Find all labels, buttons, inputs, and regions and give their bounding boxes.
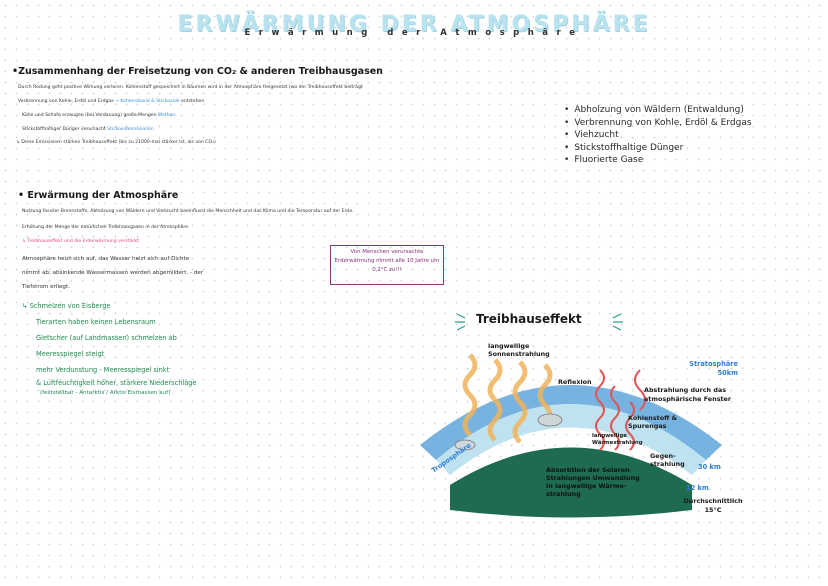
section2-para1: Atmosphäre heizt sich auf, das Wasser he… — [22, 256, 190, 262]
section2-para2: nimmt ab; absinkende Wassermassen werden… — [22, 270, 204, 276]
section1-line2-text: Verbrennung von Kohle, Erdöl und Erdgas — [18, 99, 114, 104]
label-absorption: Absorbtion der Solaren Strahlungen Umwan… — [546, 466, 640, 498]
list-item: Viehzucht — [564, 129, 752, 142]
heat-ray — [625, 401, 635, 451]
section1-line4-text: Stickstoffhaltiger Dünger verursacht — [22, 127, 106, 132]
sun-ray — [462, 353, 478, 437]
section2-line1: Nutzung fossiler Brennstoffe, Abholzung … — [22, 209, 354, 214]
page-title: Erwärmung der Atmosphäre — [244, 28, 584, 38]
section1-line3-highlight: Methan. — [157, 113, 177, 118]
section1-heading: •Zusammenhang der Freisetzung von CO₂ & … — [12, 66, 383, 77]
label-kohlenstoff: Kohlenstoff & Spurengas — [628, 414, 678, 430]
section1-line2-end: entstehen — [181, 99, 205, 104]
causes-list: Abholzung von Wäldern (Entwaldung) Verbr… — [564, 104, 752, 167]
section1-line5: ↳ Diese Emissionen stärken Treibhauseffe… — [16, 140, 216, 145]
sun-ray — [487, 358, 503, 442]
list-item: & Luftfeuchtigkeit höher, stärkere Niede… — [36, 379, 197, 387]
label-waermestrahlung: langwellige Wärmestrahlung — [592, 433, 643, 446]
list-item: Fluorierte Gase — [564, 154, 752, 167]
label-abstrahlung: Abstrahlung durch das atmosphärische Fen… — [644, 386, 732, 403]
cloud-icon — [537, 413, 563, 427]
section2-line3: ↳ Treibhauseffekt und die Erderwärmung v… — [22, 239, 141, 244]
list-item: Verbrennung von Kohle, Erdöl & Erdgas — [564, 117, 751, 130]
list-item: Gletscher (auf Landmassen) schmelzen ab — [36, 334, 177, 342]
section2-para3: Tiefstrom erliegt. — [22, 284, 70, 290]
title-decoration — [612, 313, 623, 331]
label-stratosphaere: Stratosphäre 50km — [689, 360, 738, 377]
title-decoration — [455, 313, 466, 331]
heat-ray — [634, 369, 646, 411]
list-item: Tierarten haben keinen Lebensraum — [36, 318, 156, 326]
list-item: (feststellbar - Antarktis / Arktis Eisma… — [40, 390, 171, 396]
greenhouse-diagram — [420, 313, 722, 518]
label-12km: 12 km — [686, 484, 709, 492]
label-30km: 30 km — [698, 463, 721, 471]
section1-line1: Durch Rodung geht positive Wirkung verlo… — [18, 85, 363, 90]
list-item: Stickstoffhaltige Dünger — [564, 142, 752, 155]
label-durchschnitt: Durchschnittlich 15°C — [683, 497, 743, 514]
warming-note-box: Von Menschen verursachte Erderwärmung ni… — [330, 245, 444, 285]
diagram-title: Treibhauseffekt — [476, 312, 582, 326]
earth-shape — [450, 447, 692, 518]
section1-line3-text: Kühe und Schafe erzeugen (bei Verdauung)… — [22, 113, 157, 118]
heat-ray — [595, 369, 605, 451]
page-title-decorative: ERWÄRMUNG DER ATMOSPHÄRE — [177, 12, 651, 37]
section1-line2: Verbrennung von Kohle, Erdöl und Erdgas … — [18, 99, 204, 104]
section2-heading: • Erwärmung der Atmosphäre — [18, 190, 179, 201]
list-item: ↳ Schmelzen von Eisberge — [22, 302, 111, 310]
section1-line2-highlight: → Kohlendioxid & Stickoxide — [115, 99, 180, 104]
section1-line3: Kühe und Schafe erzeugen (bei Verdauung)… — [22, 113, 177, 118]
list-item: Meeresspiegel steigt — [36, 350, 105, 358]
troposphere-layer — [436, 404, 706, 475]
label-reflexion: Reflexion — [558, 378, 592, 386]
effects-list: ↳ Schmelzen von Eisberge Tierarten haben… — [22, 298, 197, 398]
sun-ray — [512, 360, 528, 444]
heat-ray — [610, 385, 620, 451]
label-langwellige: langwellige Sonnenstrahlung — [488, 342, 550, 358]
section1-line4: Stickstoffhaltiger Dünger verursacht Sti… — [22, 127, 154, 132]
section1-line4-highlight: Stickoxidemissionen — [107, 127, 154, 132]
list-item: Abholzung von Wäldern (Entwaldung) — [564, 104, 752, 117]
label-gegenstrahlung: Gegen-strahlung — [650, 452, 685, 468]
section2-line2: Erhöhung der Menge der natürlichen Treib… — [22, 225, 190, 230]
list-item: mehr Verdunstung - Meeresspiegel sinkt — [36, 366, 170, 374]
cloud-icon — [454, 439, 476, 451]
